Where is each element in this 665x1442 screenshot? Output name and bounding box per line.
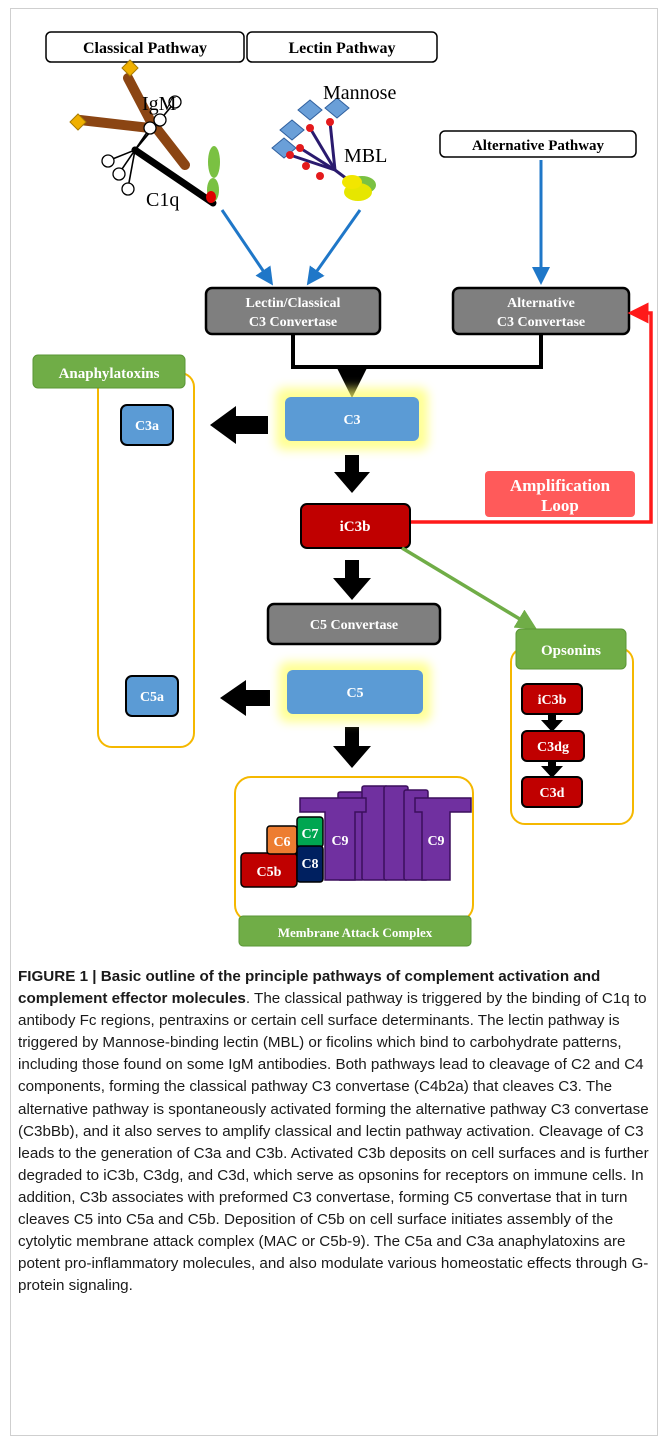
- svg-text:C3d: C3d: [540, 786, 565, 801]
- svg-text:C3 Convertase: C3 Convertase: [497, 315, 585, 330]
- svg-text:Loop: Loop: [541, 496, 579, 515]
- svg-text:C3 Convertase: C3 Convertase: [249, 315, 337, 330]
- mac-c7: C7: [296, 816, 324, 848]
- mac-c5b: C5b: [240, 852, 298, 888]
- c5a-box: C5a: [125, 675, 179, 717]
- c1q-label: C1q: [146, 189, 179, 211]
- svg-text:C5a: C5a: [140, 690, 164, 705]
- c3-box: C3: [276, 388, 428, 450]
- alternative-pathway-label: Alternative Pathway: [439, 130, 637, 158]
- mannose-label: Mannose: [323, 82, 396, 104]
- svg-text:Anaphylatoxins: Anaphylatoxins: [59, 366, 160, 382]
- svg-text:Alternative Pathway: Alternative Pathway: [472, 138, 605, 154]
- mac-c9-label-right: C9: [427, 834, 444, 849]
- svg-text:C3a: C3a: [135, 419, 159, 434]
- opsonin-c3dg-box: C3dg: [521, 730, 585, 762]
- pathway-arrows: [220, 160, 550, 286]
- svg-text:C5 Convertase: C5 Convertase: [310, 618, 398, 633]
- mac-c8: C8: [296, 845, 324, 883]
- mbl-mannose-illustration: [271, 97, 376, 201]
- lectin-pathway-label: Lectin Pathway: [246, 31, 438, 63]
- mac-c9-label-left: C9: [331, 834, 348, 849]
- convertase-to-c3-connector: [291, 334, 543, 398]
- svg-text:Alternative: Alternative: [507, 296, 575, 311]
- alternative-convertase-box: Alternative C3 Convertase: [451, 286, 631, 336]
- svg-text:iC3b: iC3b: [340, 519, 371, 535]
- c5-convertase-box: C5 Convertase: [266, 602, 442, 646]
- ic3b-box: iC3b: [300, 503, 411, 549]
- opsonin-small-arrows: [541, 713, 563, 778]
- svg-text:Classical Pathway: Classical Pathway: [83, 40, 207, 57]
- classical-pathway-label: Classical Pathway: [45, 31, 245, 63]
- igm-label: IgM: [142, 93, 177, 115]
- svg-text:C7: C7: [301, 827, 318, 842]
- mac-c6: C6: [266, 825, 298, 855]
- opsonins-label: Opsonins: [515, 628, 627, 670]
- mac-label: Membrane Attack Complex: [238, 915, 472, 947]
- mac-c9-pore: [299, 785, 472, 881]
- igm-c1q-illustration: [69, 59, 220, 207]
- svg-text:C3dg: C3dg: [537, 740, 569, 755]
- opsonin-arrow: [401, 546, 537, 630]
- figure-caption: FIGURE 1 | Basic outline of the principl…: [18, 966, 650, 1297]
- svg-text:C3: C3: [343, 413, 360, 428]
- caption-title: FIGURE 1 | Basic outline of the principl…: [18, 968, 601, 1008]
- svg-text:Membrane Attack Complex: Membrane Attack Complex: [278, 925, 433, 940]
- svg-text:Lectin/Classical: Lectin/Classical: [246, 296, 341, 311]
- svg-text:Lectin Pathway: Lectin Pathway: [288, 40, 395, 57]
- svg-text:C8: C8: [301, 857, 318, 872]
- anaphylatoxins-label: Anaphylatoxins: [32, 354, 186, 389]
- amplification-loop-label: Amplification Loop: [485, 471, 635, 517]
- c3a-box: C3a: [120, 404, 174, 446]
- amplification-loop-arrow: [410, 302, 653, 524]
- block-arrows: [210, 406, 371, 768]
- svg-text:C6: C6: [273, 835, 290, 850]
- c5-box: C5: [279, 662, 431, 722]
- svg-text:iC3b: iC3b: [538, 693, 567, 708]
- lectin-classical-convertase-box: Lectin/Classical C3 Convertase: [204, 286, 382, 336]
- caption-body: . The classical pathway is triggered by …: [18, 990, 649, 1295]
- opsonin-ic3b-box: iC3b: [521, 683, 583, 715]
- svg-text:C5b: C5b: [257, 865, 282, 880]
- figure-frame: [10, 8, 658, 1436]
- opsonin-c3d-box: C3d: [521, 776, 583, 808]
- svg-text:C5: C5: [346, 686, 363, 701]
- mbl-label: MBL: [344, 145, 387, 167]
- svg-text:Amplification: Amplification: [510, 476, 611, 495]
- svg-text:Opsonins: Opsonins: [541, 643, 601, 659]
- complement-pathway-diagram: Classical Pathway Lectin Pathway IgM C1q: [32, 31, 653, 947]
